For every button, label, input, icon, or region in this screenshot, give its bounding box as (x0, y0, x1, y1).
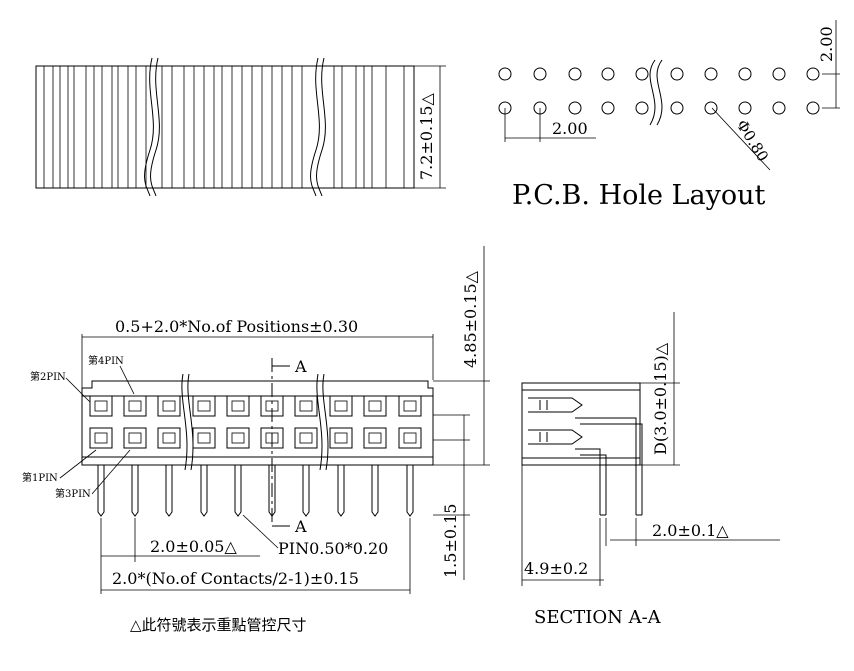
pin-tail (371, 465, 379, 517)
contact-window (123, 395, 147, 417)
front-height-dim: 4.85±0.15△ (461, 270, 480, 368)
contact-window (226, 427, 250, 449)
pcb-hole (670, 67, 684, 81)
top-height-dim: 7.2±0.15△ (417, 93, 436, 180)
contact-window (329, 395, 353, 417)
contact-window (157, 427, 181, 449)
section-row-spacing: 2.0±0.1△ (652, 521, 729, 540)
contact-window-inner (403, 432, 417, 444)
pcb-hole (806, 101, 820, 115)
pcb-hole (772, 67, 786, 81)
pin3-label: 第3PIN (55, 487, 91, 500)
section-width-dim: 4.9±0.2 (524, 559, 588, 578)
contact-window-inner (94, 432, 108, 444)
pcb-hole (704, 67, 718, 81)
pcb-pitch-v: 2.00 (817, 26, 836, 62)
pin-tail (337, 465, 345, 517)
pin-pitch-dim: 2.0±0.05△ (150, 537, 237, 556)
contact-window-inner (368, 432, 382, 444)
contact-window (329, 427, 353, 449)
top-view: 7.2±0.15△ (35, 57, 446, 197)
contact-window (192, 427, 216, 449)
pcb-hole-layout: 2.00 2.00 Φ0.80 P.C.B. Hole Layout (498, 20, 840, 211)
pin-tail (97, 465, 105, 517)
contact-window-inner (231, 432, 245, 444)
contact-window-inner (128, 432, 142, 444)
contact-window (294, 427, 318, 449)
pcb-hole (704, 101, 718, 115)
pin-tail (131, 465, 139, 517)
pcb-hole (806, 67, 820, 81)
front-view: A A 0.5+2.0*No.of Positions±0.30 4.85±0.… (22, 246, 490, 594)
section-mark-bottom: A (294, 517, 307, 536)
pcb-pitch-h: 2.00 (552, 119, 588, 138)
contact-window-inner (128, 400, 142, 412)
contact-window (294, 395, 318, 417)
pcb-hole-dia: Φ0.80 (733, 117, 772, 165)
contact-window-inner (299, 400, 313, 412)
pcb-hole (670, 101, 684, 115)
section-title: SECTION A-A (534, 607, 662, 628)
section-mark-top: A (294, 357, 307, 376)
contact-window-inner (403, 400, 417, 412)
contact-window-inner (197, 400, 211, 412)
contact-window (226, 395, 250, 417)
contact-window-inner (162, 432, 176, 444)
contact-window (157, 395, 181, 417)
pcb-hole (772, 101, 786, 115)
pin-tail (302, 465, 310, 517)
contact-window (89, 427, 113, 449)
contact-window-inner (162, 400, 176, 412)
contact-window-inner (197, 432, 211, 444)
contact-window-inner (231, 400, 245, 412)
pcb-hole (568, 67, 582, 81)
contact-window (363, 427, 387, 449)
pcb-hole (533, 67, 547, 81)
pin2-label: 第2PIN (30, 370, 66, 383)
pcb-hole (635, 67, 649, 81)
contact-window (192, 395, 216, 417)
contact-window-inner (368, 400, 382, 412)
pcb-hole (635, 101, 649, 115)
total-length-dim: 0.5+2.0*No.of Positions±0.30 (115, 317, 358, 336)
pcb-hole (601, 67, 615, 81)
section-a-a: D(3.0±0.15)△ 2.0±0.1△ 4.9±0.2 SECTION A-… (521, 312, 780, 628)
pcb-hole (738, 101, 752, 115)
pcb-title: P.C.B. Hole Layout (512, 180, 765, 211)
pin1-label: 第1PIN (22, 471, 58, 484)
pcb-hole (738, 67, 752, 81)
pcb-hole (568, 101, 582, 115)
contact-window-inner (334, 400, 348, 412)
span-dim: 2.0*(No.of Contacts/2-1)±0.15 (112, 569, 359, 588)
contact-window-inner (334, 432, 348, 444)
contact-window (123, 427, 147, 449)
contact-window (89, 395, 113, 417)
pin-tail (406, 465, 414, 517)
pin4-label: 第4PIN (88, 354, 124, 367)
contact-window (363, 395, 387, 417)
pin-tail (234, 465, 242, 517)
pin-tail (165, 465, 173, 517)
contact-window-inner (94, 400, 108, 412)
section-depth-dim: D(3.0±0.15)△ (651, 342, 670, 455)
pin-size-dim: PIN0.50*0.20 (278, 539, 388, 558)
pcb-hole (498, 67, 512, 81)
contact-window (398, 395, 422, 417)
contact-window-inner (299, 432, 313, 444)
control-note: △此符號表示重點管控尺寸 (130, 616, 307, 634)
contact-window (398, 427, 422, 449)
pcb-hole (601, 101, 615, 115)
tail-length-dim: 1.5±0.15 (441, 504, 460, 578)
pin-tail (200, 465, 208, 517)
